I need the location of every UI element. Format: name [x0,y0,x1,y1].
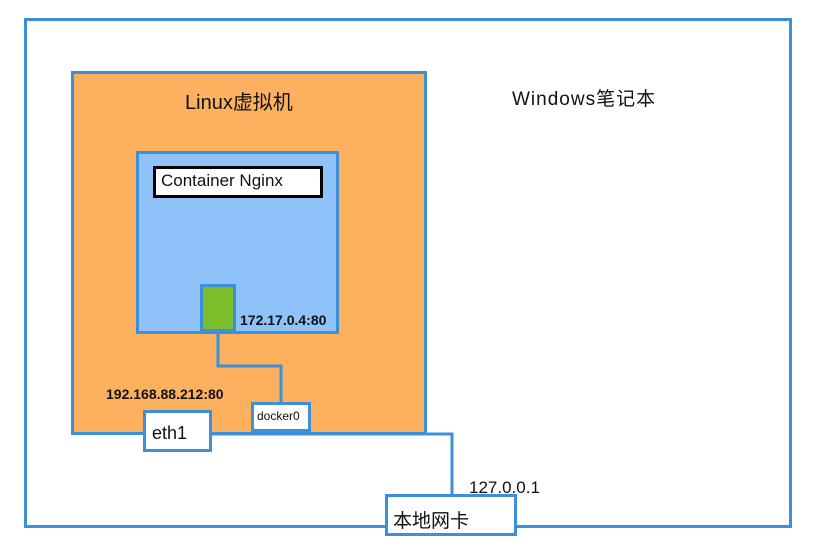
container-label-box [153,166,323,198]
local-nic-box [385,494,517,536]
loopback-ip-label: 127.0.0.1 [469,478,540,497]
container-to-docker0-line [216,332,283,402]
container-port [200,284,236,332]
docker0-bridge [251,402,311,432]
eth1-interface [143,410,212,452]
windows-laptop-label: Windows笔记本 [512,89,657,110]
linux-vm-box [71,71,427,435]
local-nic-label: 本地网卡 [393,511,470,532]
docker0-label: docker0 [257,409,300,423]
linux-vm-label: Linux虚拟机 [185,92,293,114]
container-label: Container Nginx [161,171,283,190]
host-ip-label: 192.168.88.212:80 [106,386,224,402]
container-ip-label: 172.17.0.4:80 [240,312,327,328]
eth1-to-local-nic-line [212,432,454,494]
eth1-label: eth1 [152,423,188,443]
